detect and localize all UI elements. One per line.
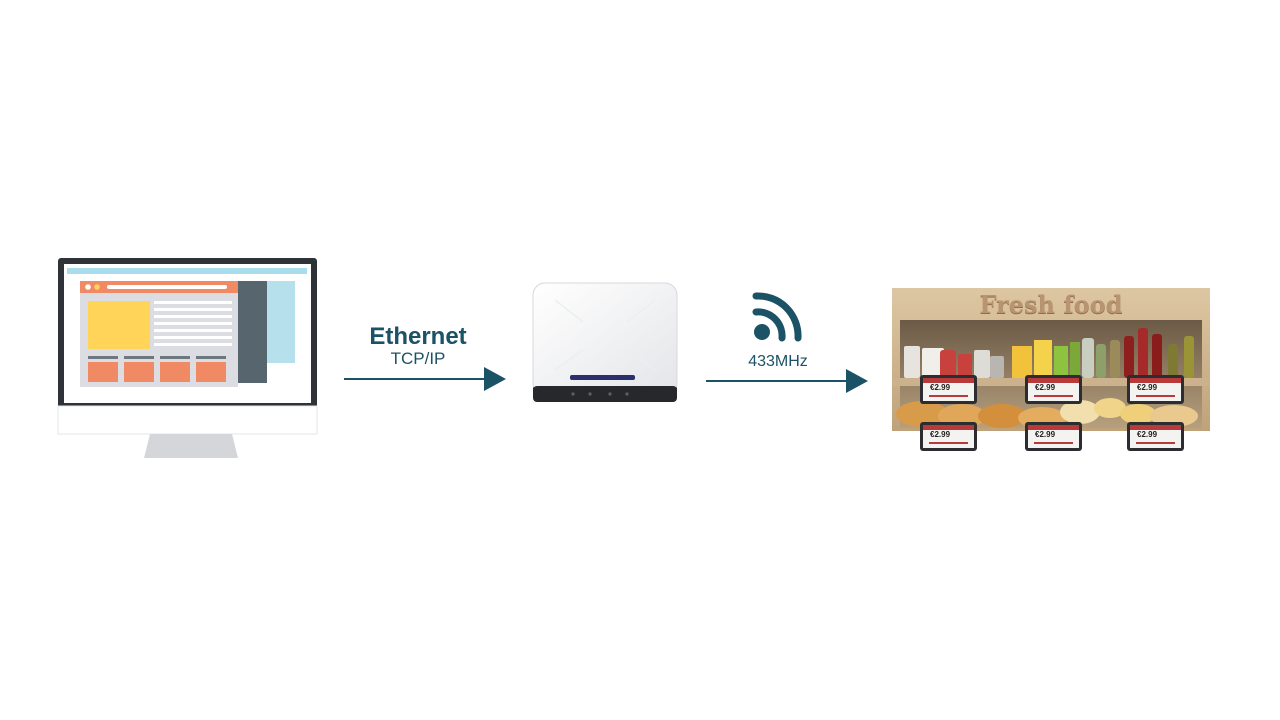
shelf-banner: Fresh food [979, 290, 1123, 319]
shelf-image: Fresh food €2.99 €2.99 €2.99 €2.99 €2.99… [892, 288, 1210, 456]
price-tag: €2.99 [920, 422, 977, 451]
content-lines [154, 301, 232, 346]
upper-products [904, 328, 1194, 378]
price-tag: €2.99 [1127, 375, 1184, 404]
content-block [88, 301, 150, 349]
price-tag: €2.99 [1025, 422, 1082, 451]
frequency-label: 433MHz [748, 353, 808, 370]
gateway-port [588, 392, 592, 396]
card-headers [88, 356, 226, 359]
side-panel-dark [235, 281, 267, 383]
ethernet-arrow [344, 367, 506, 391]
ethernet-label: Ethernet [369, 323, 467, 350]
gateway-device-icon [532, 282, 678, 402]
wireless-arrow [706, 369, 868, 393]
gateway-port [608, 392, 612, 396]
content-cards [88, 362, 226, 382]
window-dot [85, 284, 91, 290]
screen-top-strip [67, 268, 307, 274]
price-tag: €2.99 [1127, 422, 1184, 451]
price-tag: €2.99 [920, 375, 977, 404]
window-address-bar [107, 285, 227, 289]
gateway-port [625, 392, 629, 396]
monitor-chin [57, 405, 318, 435]
gateway-led-bar [570, 375, 635, 380]
tcpip-label: TCP/IP [390, 349, 446, 368]
monitor-stand [144, 434, 238, 458]
wireless-signal-icon [752, 292, 802, 342]
price-tag: €2.99 [1025, 375, 1082, 404]
monitor-icon [57, 258, 318, 458]
window-dot [94, 284, 100, 290]
gateway-port [571, 392, 575, 396]
